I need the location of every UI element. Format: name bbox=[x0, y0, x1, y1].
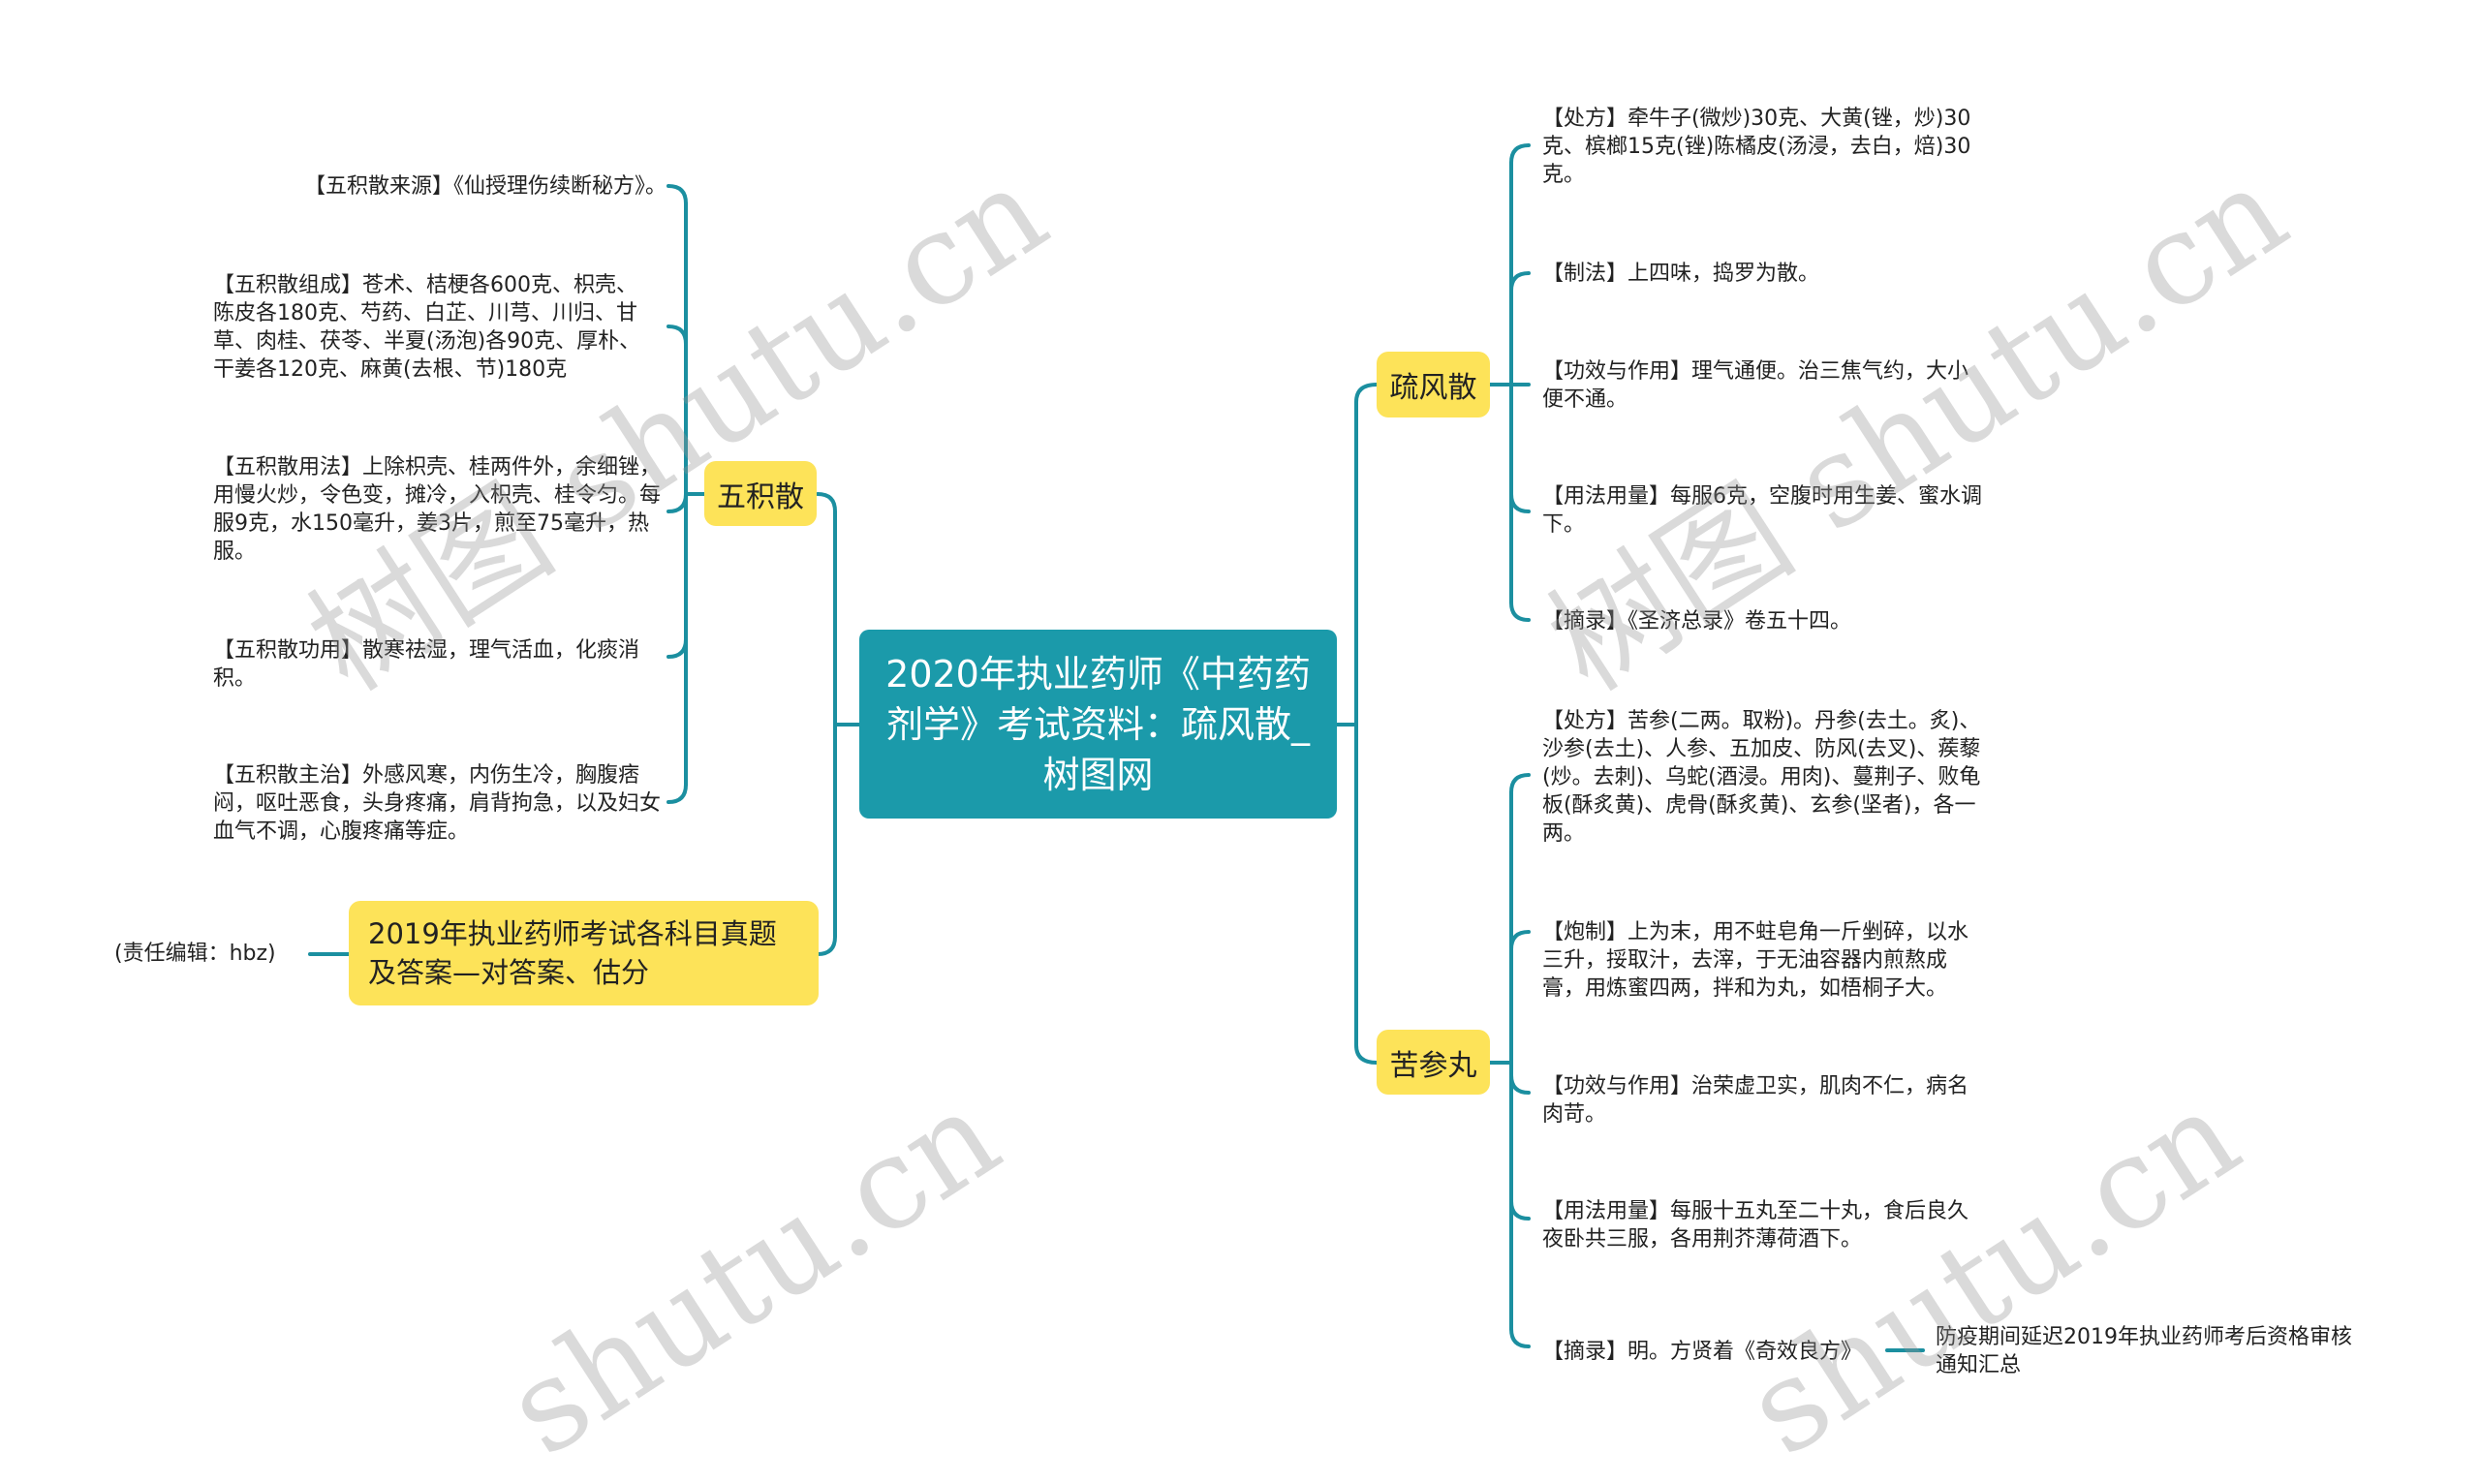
leaf-shufengsan-effect[interactable]: 【功效与作用】理气通便。治三焦气约，大小便不通。 bbox=[1542, 359, 1969, 412]
leaf-wujisan-indications[interactable]: 【五积散主治】外感风寒，内伤生冷，胸腹痞闷，呕吐恶食，头身疼痛，肩背拘急，以及妇… bbox=[213, 763, 662, 844]
leaf-shufengsan-prescription[interactable]: 【处方】牵牛子(微炒)30克、大黄(锉，炒)30克、槟榔15克(锉)陈橘皮(汤浸… bbox=[1542, 107, 1971, 187]
root-title: 2020年执业药师《中药药剂学》考试资料：疏风散_树图网 bbox=[885, 652, 1311, 796]
branch-label: 五积散 bbox=[717, 479, 804, 514]
root-node[interactable]: 2020年执业药师《中药药剂学》考试资料：疏风散_树图网 bbox=[859, 630, 1337, 819]
editor-note: (责任编辑：hbz) bbox=[114, 942, 276, 966]
leaf-wujisan-usage[interactable]: 【五积散用法】上除枳壳、桂两件外，余细锉，用慢火炒，令色变，摊冷，入枳壳、桂令匀… bbox=[213, 455, 662, 564]
branch-label: 疏风散 bbox=[1389, 371, 1477, 405]
branch-kushenwan[interactable]: 苦参丸 bbox=[1377, 1030, 1490, 1095]
leaf-shufengsan-excerpt[interactable]: 【摘录】《圣济总录》卷五十四。 bbox=[1542, 609, 1852, 634]
leaf-kushenwan-effect[interactable]: 【功效与作用】治荣虚卫实，肌肉不仁，病名肉苛。 bbox=[1542, 1074, 1969, 1127]
leaf-kushenwan-excerpt[interactable]: 【摘录】明。方贤着《奇效良方》 bbox=[1542, 1340, 1863, 1364]
branch-related-article[interactable]: 2019年执业药师考试各科目真题及答案—对答案、估分 bbox=[349, 901, 819, 1005]
leaf-shufengsan-preparation[interactable]: 【制法】上四味，捣罗为散。 bbox=[1542, 262, 1820, 286]
leaf-shufengsan-dosage[interactable]: 【用法用量】每服6克，空腹时用生姜、蜜水调下。 bbox=[1542, 484, 1982, 537]
leaf-kushenwan-dosage[interactable]: 【用法用量】每服十五丸至二十丸，食后良久夜卧共三服，各用荆芥薄荷酒下。 bbox=[1542, 1199, 1969, 1252]
branch-shufengsan[interactable]: 疏风散 bbox=[1377, 352, 1490, 417]
leaf-wujisan-composition[interactable]: 【五积散组成】苍术、桔梗各600克、枳壳、陈皮各180克、芍药、白芷、川芎、川归… bbox=[213, 273, 641, 382]
leaf-wujisan-source[interactable]: 【五积散来源】《仙授理伤续断秘方》。 bbox=[303, 174, 666, 199]
leaf-kushenwan-processing[interactable]: 【炮制】上为末，用不蛀皂角一斤剉碎，以水三升，挼取汁，去滓，于无油容器内煎熬成膏… bbox=[1542, 920, 1969, 1001]
leaf-kushenwan-prescription[interactable]: 【处方】苦参(二两。取粉)。丹参(去土。炙)、沙参(去土)、人参、五加皮、防风(… bbox=[1542, 709, 1981, 846]
branch-label: 苦参丸 bbox=[1389, 1048, 1477, 1083]
leaf-wujisan-function[interactable]: 【五积散功用】散寒祛湿，理气活血，化痰消积。 bbox=[213, 638, 640, 691]
related-article-label: 2019年执业药师考试各科目真题及答案—对答案、估分 bbox=[368, 917, 777, 989]
leaf-related-notice[interactable]: 防疫期间延迟2019年执业药师考后资格审核通知汇总 bbox=[1936, 1325, 2352, 1377]
branch-wujisan[interactable]: 五积散 bbox=[704, 461, 817, 526]
